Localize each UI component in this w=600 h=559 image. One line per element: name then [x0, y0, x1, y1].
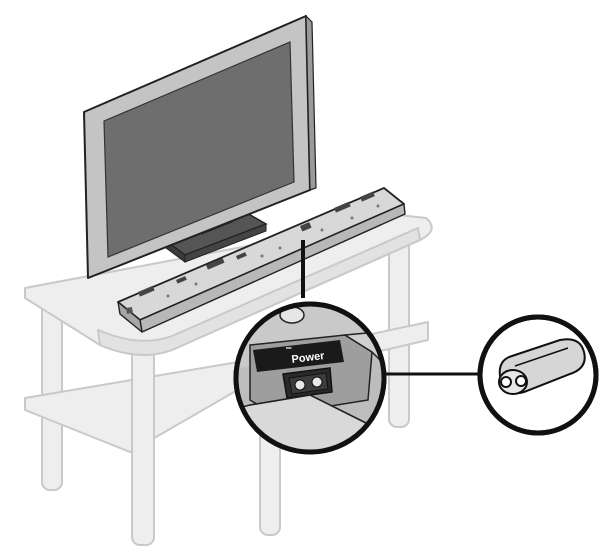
power-socket-icon	[282, 367, 333, 399]
power-ac-symbol: ~	[285, 342, 293, 355]
soundbar	[117, 187, 406, 333]
tv-screen	[103, 41, 295, 258]
tv	[83, 14, 317, 279]
power-cord-plug-icon	[498, 338, 586, 395]
power-label-band	[253, 340, 344, 372]
soundbar-rear-connectors	[138, 191, 375, 297]
power-socket-callout: ~ Power	[233, 301, 387, 455]
stand-upper-shelf-edge	[97, 227, 421, 356]
stand-leg-front-left	[131, 344, 155, 546]
power-plug-callout	[477, 314, 599, 436]
power-label: Power	[291, 350, 326, 366]
